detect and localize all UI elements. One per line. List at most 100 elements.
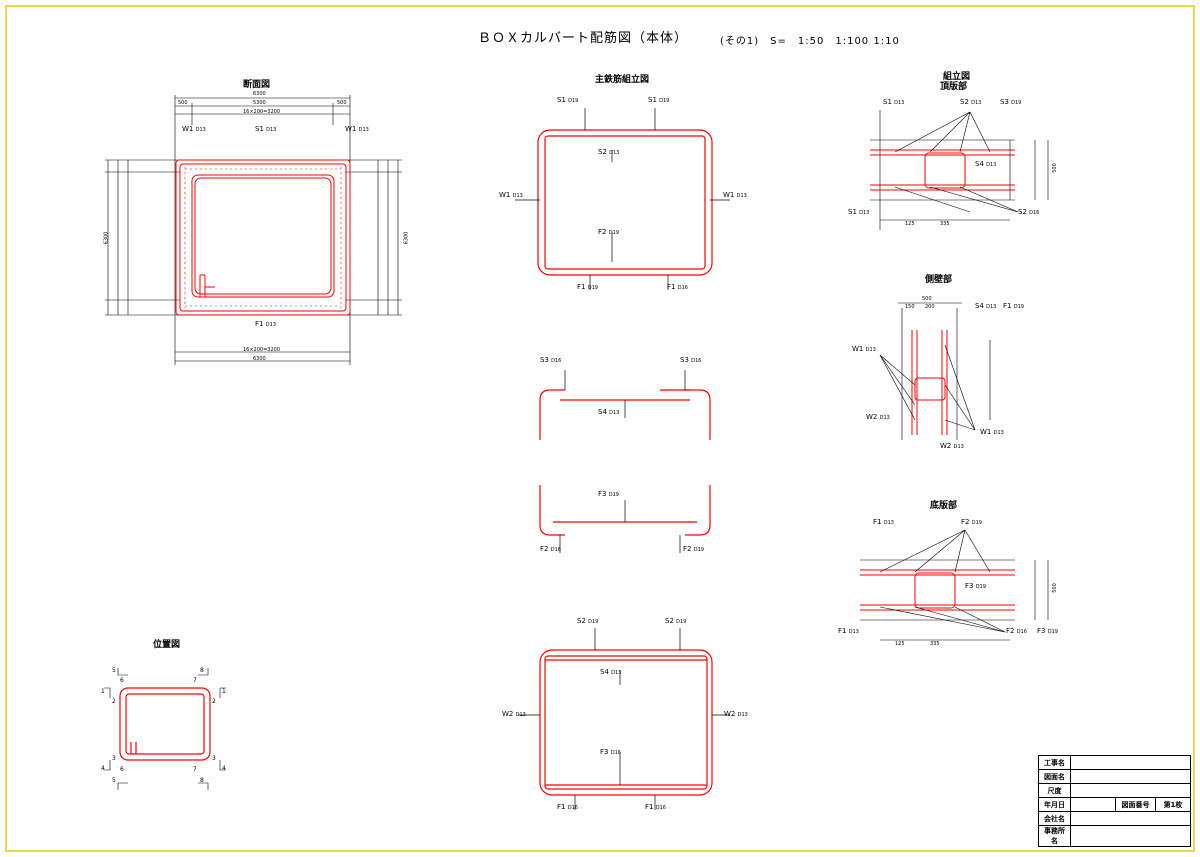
marker-w2-side-wall-bottom: W2 D13	[940, 442, 964, 450]
title-block-value	[1070, 825, 1191, 847]
marker-f2-bottom-slab: F2 D19	[961, 518, 982, 526]
marker-w2-asm3-right: W2 D13	[724, 710, 748, 718]
marker-s4-top-slab: S4 D13	[975, 160, 997, 168]
cross-section-stirrups	[184, 167, 342, 308]
marker-s4-asm3: S4 D13	[600, 668, 622, 676]
position-label-2-left: 2	[112, 698, 116, 705]
title-block-value	[1070, 755, 1191, 770]
title-block-label: 会社名	[1038, 811, 1071, 826]
marker-w2-asm3-left: W2 D13	[502, 710, 526, 718]
marker-s1-top-slab-bottom: S1 D13	[848, 208, 870, 216]
marker-s1-cross: S1 D13	[255, 125, 277, 133]
cross-section-drawing	[105, 95, 402, 365]
bottom-slab-detail	[860, 529, 1049, 641]
bottom-slab-title: 底版部	[930, 501, 958, 511]
assembly-title: 主鉄筋組立図	[595, 75, 650, 85]
assembly-frame-3	[539, 649, 713, 796]
title-block-sheet-number: 第1枚	[1155, 797, 1191, 812]
side-wall-detail	[879, 302, 991, 440]
marker-s2-top-slab-bottom: S2 D16	[1018, 208, 1040, 216]
marker-f1-side-wall: F1 D19	[1003, 302, 1024, 310]
marker-w1-side-wall: W1 D13	[852, 345, 876, 353]
marker-s2-asm3-left: S2 D19	[577, 617, 599, 625]
dim-bottom-slab-125: 125	[895, 641, 905, 647]
title-block-label: 工事名	[1038, 755, 1071, 770]
title-block-value	[1070, 769, 1191, 784]
position-label-7-bottom: 7	[193, 766, 197, 773]
marker-f1-bottom-slab: F1 D13	[873, 518, 894, 526]
marker-f1-asm1-right: F1 D16	[667, 283, 688, 291]
marker-w1-side-wall-right: W1 D13	[980, 428, 1004, 436]
dim-side-left: 500	[178, 100, 188, 106]
marker-f3-bottom-slab: F3 D19	[965, 582, 986, 590]
dim-bottom-slab-335: 335	[930, 641, 940, 647]
cross-section-rebar	[175, 159, 351, 316]
sheet-border	[5, 5, 1195, 852]
position-label-4-right: 4	[222, 765, 226, 772]
marker-w2-side-wall: W2 D13	[866, 413, 890, 421]
marker-f3-asm2: F3 D19	[598, 490, 619, 498]
position-label-6-bottom: 6	[120, 766, 124, 773]
side-wall-title: 側壁部	[925, 275, 953, 285]
marker-f1-cross: F1 D13	[255, 320, 276, 328]
position-diagram	[104, 668, 226, 790]
marker-s3-asm2-right: S3 D16	[680, 356, 702, 364]
title-block: 工事名 図面名 尺度 年月日 図面番号 第1枚 会社名 事務所名	[1038, 755, 1191, 847]
dim-top-slab-125: 125	[905, 221, 915, 227]
dim-inner-width: 5300	[253, 100, 266, 106]
position-label-8-top: 8	[200, 667, 204, 674]
dim-bottom-slab-500: 500	[1051, 583, 1058, 593]
position-label-6-top: 6	[120, 677, 124, 684]
title-block-row: 図面名	[1038, 769, 1191, 784]
title-block-value	[1070, 783, 1191, 798]
marker-w1-asm1-right: W1 D13	[723, 191, 747, 199]
position-title: 位置図	[153, 640, 181, 650]
assembly-frame-3-leaders	[518, 628, 730, 810]
marker-s1-asm1-left: S1 D19	[557, 96, 579, 104]
dim-total-height-right: 6300	[403, 231, 410, 245]
dim-top-slab-335: 335	[940, 221, 950, 227]
title-block-row: 工事名	[1038, 755, 1191, 770]
marker-f3-asm3: F3 D16	[600, 748, 621, 756]
marker-f2-asm2-left: F2 D16	[540, 545, 561, 553]
marker-s4-side-wall: S4 D13	[975, 302, 997, 310]
marker-s2-asm3-right: S2 D19	[665, 617, 687, 625]
position-label-1-left: 1	[101, 688, 105, 695]
sheet-scale: (その1) S= 1:50 1:100 1:10	[720, 36, 900, 47]
dim-side-right: 500	[337, 100, 347, 106]
title-block-row: 事務所名	[1038, 825, 1191, 847]
position-label-5-top: 5	[112, 667, 116, 674]
position-label-2-right: 2	[212, 698, 216, 705]
sheet-title: ＢＯＸカルバート配筋図（本体）	[478, 31, 689, 46]
title-block-label: 年月日	[1038, 797, 1071, 812]
dim-side-wall-150: 150	[905, 304, 915, 310]
marker-s1-asm1-right: S1 D19	[648, 96, 670, 104]
cross-section-title: 断面図	[243, 80, 271, 90]
marker-f1-asm3-right: F1 D16	[645, 803, 666, 811]
title-block-value	[1070, 811, 1191, 826]
dim-total-width-bottom: 6300	[253, 356, 266, 362]
dim-spacing-top: 16×200=3200	[243, 109, 281, 115]
marker-f3-bottom-slab-right: F3 D19	[1037, 627, 1058, 635]
marker-w1-cross-right: W1 D13	[345, 125, 369, 133]
assembly-frame-1-leaders	[515, 108, 730, 290]
marker-s1-top-slab: S1 D13	[883, 98, 905, 106]
assembly-frame-1	[537, 129, 713, 276]
dim-total-width-top: 6300	[253, 91, 266, 97]
title-block-value	[1070, 797, 1116, 812]
marker-f2-asm1: F2 D19	[598, 228, 619, 236]
dim-side-wall-200: 200	[925, 304, 935, 310]
position-label-8-bottom: 8	[200, 777, 204, 784]
marker-s2-asm1: S2 D13	[598, 148, 620, 156]
dim-spacing-bottom: 16×200=3200	[243, 347, 281, 353]
title-block-label: 尺度	[1038, 783, 1071, 798]
marker-w1-cross-left: W1 D13	[182, 125, 206, 133]
dim-side-wall-500: 500	[922, 296, 932, 302]
position-label-1-right: 1	[222, 688, 226, 695]
marker-s3-asm2-left: S3 D16	[540, 356, 562, 364]
dim-top-slab-500: 500	[1051, 163, 1058, 173]
marker-f2-asm2-right: F2 D19	[683, 545, 704, 553]
top-slab-title: 頂版部	[940, 82, 968, 92]
title-block-row: 会社名	[1038, 811, 1191, 826]
